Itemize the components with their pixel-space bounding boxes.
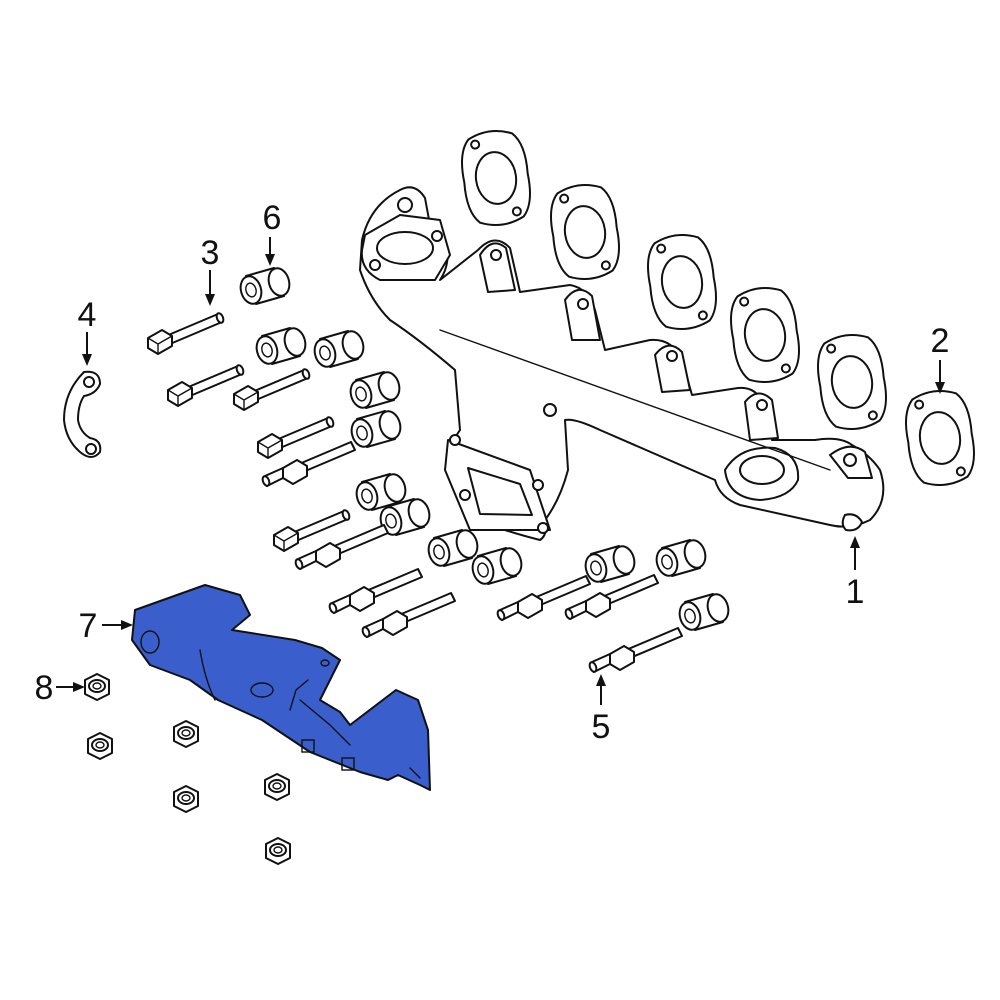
- callout-arrows: [56, 237, 945, 705]
- heat-shield: [131, 584, 431, 791]
- callout-8: 8: [35, 669, 54, 707]
- callout-1: 1: [846, 573, 865, 611]
- exhaust-manifold: [359, 186, 885, 541]
- callout-labels: 1 2 3 4 5 6 7 8: [35, 199, 950, 746]
- lifting-bracket: [63, 370, 102, 458]
- callout-5: 5: [592, 708, 611, 746]
- callout-4: 4: [78, 296, 97, 334]
- callout-6: 6: [263, 199, 282, 237]
- callout-3: 3: [201, 234, 220, 272]
- callout-7: 7: [79, 607, 98, 645]
- manifold-gasket: [900, 385, 980, 491]
- callout-2: 2: [931, 322, 950, 360]
